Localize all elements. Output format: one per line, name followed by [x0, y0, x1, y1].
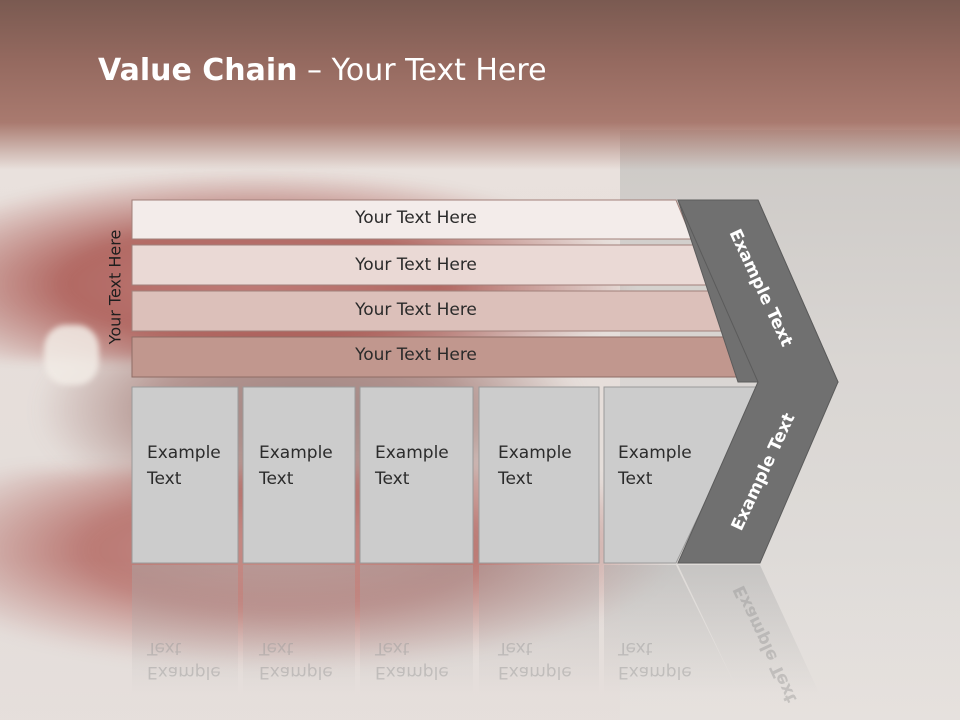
side-label: Your Text Here	[105, 229, 125, 345]
box-3-reflection	[360, 565, 473, 695]
box-5[interactable]	[603, 386, 761, 564]
box-1-label-reflection: Example Text	[147, 638, 221, 682]
box-2-label-reflection: Example Text	[259, 638, 333, 682]
title-band	[0, 0, 960, 170]
slide-title-rest: – Your Text Here	[297, 53, 547, 88]
bar-2-label: Your Text Here	[355, 255, 477, 275]
slide-title-bold: Value Chain	[98, 53, 298, 88]
box-3-label-reflection: Example Text	[375, 638, 449, 682]
bar-1-label: Your Text Here	[355, 208, 477, 228]
background-photo-tooth	[44, 325, 99, 385]
box-4-label: Example Text	[498, 443, 572, 489]
bar-3-label: Your Text Here	[355, 300, 477, 320]
box-5-label: Example Text	[618, 443, 692, 489]
box-2[interactable]	[242, 386, 356, 564]
box-3[interactable]	[359, 386, 474, 564]
box-4-reflection	[479, 565, 599, 695]
bar-4-label: Your Text Here	[355, 345, 477, 365]
box-4[interactable]	[478, 386, 600, 564]
chevron-arrow[interactable]	[677, 199, 839, 564]
box-2-reflection	[243, 565, 355, 695]
box-5-reflection	[604, 565, 740, 695]
box-1[interactable]	[131, 386, 239, 564]
box-3-label: Example Text	[375, 443, 449, 489]
box-1-reflection	[132, 565, 238, 695]
box-4-label-reflection: Example Text	[498, 638, 572, 682]
slide-title: Value Chain – Your Text Here	[98, 53, 547, 88]
box-5-label-reflection: Example Text	[618, 638, 692, 682]
chevron-arrow-reflection	[678, 565, 820, 695]
box-2-label: Example Text	[259, 443, 333, 489]
box-1-label: Example Text	[147, 443, 221, 489]
